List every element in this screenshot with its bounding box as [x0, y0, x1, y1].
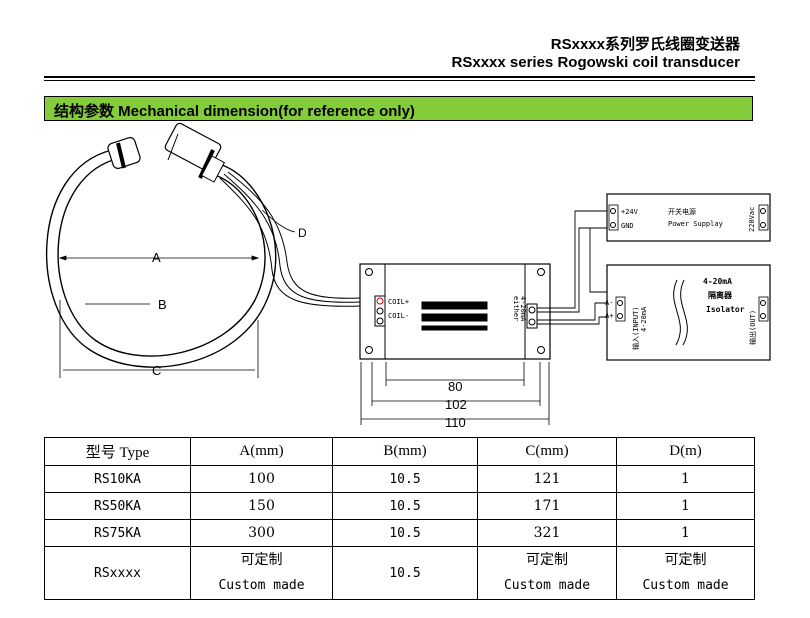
label-d: D	[298, 226, 307, 240]
terminal-coil-neg: COIL-	[388, 312, 409, 320]
ps-mains: 220Vac	[748, 207, 756, 232]
cell-b: 10.5	[332, 546, 478, 600]
spec-table: 型号 Type A(mm) B(mm) C(mm) D(m) RS10KA 10…	[44, 437, 755, 600]
cell-d: 1	[616, 465, 755, 493]
cell-a: 可定制 Custom made	[190, 546, 333, 600]
power-supply-box	[606, 193, 771, 242]
cell-d-cn: 可定制	[664, 552, 707, 568]
rogowski-coil	[45, 122, 361, 368]
cell-a: 100	[190, 465, 333, 493]
cell-c: 可定制 Custom made	[477, 546, 617, 600]
cell-d-en: Custom made	[642, 578, 729, 593]
title-chinese: RSxxxx系列罗氏线圈变送器	[550, 36, 740, 53]
section-title: 结构参数 Mechanical dimension(for reference …	[54, 103, 415, 120]
label-c: C	[152, 363, 161, 378]
iso-out-label: 输出(OUT)	[748, 310, 757, 345]
iso-name-cn: 隔离器	[708, 290, 733, 300]
cell-b: 10.5	[332, 519, 478, 547]
cell-a-en: Custom made	[218, 578, 305, 593]
header-type: 型号 Type	[44, 437, 191, 466]
mechanical-drawing: A B C D COIL+ COIL- either 4-20mA 80 102…	[45, 122, 771, 430]
cell-c-en: Custom made	[503, 578, 591, 593]
cell-b: 10.5	[332, 465, 478, 493]
header-d: D(m)	[616, 437, 755, 466]
output-either: either	[512, 296, 520, 321]
isolator-box	[606, 264, 771, 361]
cell-type: RSxxxx	[44, 546, 191, 600]
cell-a-cn: 可定制	[240, 552, 283, 568]
table-row: RS10KA 100 10.5 121 1	[44, 465, 755, 493]
iso-a-minus: A-	[605, 299, 613, 307]
terminal-coil-pos: COIL+	[388, 298, 409, 306]
transducer-dimensions	[360, 362, 550, 425]
table-row-custom: RSxxxx 可定制 Custom made 10.5 可定制 Custom m…	[44, 546, 755, 600]
iso-in-label: 输入(INPUT)	[631, 306, 640, 350]
ps-title-en: Power Supplay	[668, 220, 723, 228]
header-a: A(mm)	[190, 437, 333, 466]
section-header: 结构参数 Mechanical dimension(for reference …	[44, 96, 753, 121]
header-c: C(mm)	[477, 437, 617, 466]
cell-c-cn: 可定制	[526, 552, 568, 568]
label-a: A	[152, 250, 161, 265]
output-wires	[537, 210, 616, 325]
cell-d: 可定制 Custom made	[616, 546, 755, 600]
cell-d: 1	[616, 492, 755, 520]
cell-a: 300	[190, 519, 333, 547]
cell-c: 171	[477, 492, 617, 520]
iso-a-plus: A+	[605, 312, 613, 320]
header-rule-thick	[44, 76, 755, 78]
table-header-row: 型号 Type A(mm) B(mm) C(mm) D(m)	[44, 437, 755, 466]
cell-type: RS50KA	[44, 492, 191, 520]
ps-gnd: GND	[621, 222, 634, 230]
cell-type: RS10KA	[44, 465, 191, 493]
iso-input: 4-20mA	[640, 306, 648, 332]
header-b: B(mm)	[332, 437, 478, 466]
title-english: RSxxxx series Rogowski coil transducer	[451, 54, 740, 71]
dim-110: 110	[445, 415, 466, 430]
iso-range: 4-20mA	[703, 277, 732, 286]
table-row: RS75KA 300 10.5 321 1	[44, 519, 755, 547]
transducer-box	[359, 263, 551, 360]
iso-name-en: Isolator	[706, 305, 745, 314]
dim-80: 80	[448, 379, 462, 394]
ps-24v: +24V	[621, 208, 639, 216]
cell-b: 10.5	[332, 492, 478, 520]
header-rule-thin	[44, 80, 755, 81]
cell-d: 1	[616, 519, 755, 547]
dim-102: 102	[445, 397, 467, 412]
table-row: RS50KA 150 10.5 171 1	[44, 492, 755, 520]
cell-c: 121	[477, 465, 617, 493]
cell-c: 321	[477, 519, 617, 547]
cell-a: 150	[190, 492, 333, 520]
label-b: B	[158, 297, 167, 312]
ps-title-cn: 开关电源	[668, 207, 696, 216]
output-range: 4-20mA	[519, 296, 527, 322]
coil-dimension-lines	[58, 209, 296, 378]
cell-type: RS75KA	[44, 519, 191, 547]
